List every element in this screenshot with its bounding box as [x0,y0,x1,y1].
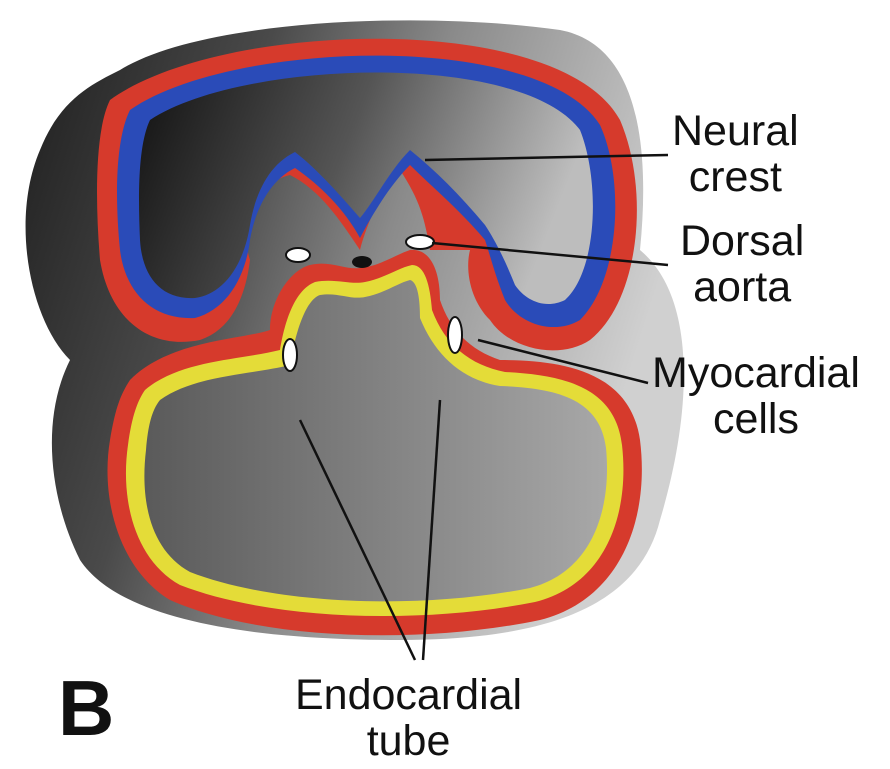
label-myocardial-cells-line2: cells [652,396,860,442]
label-endocardial-tube-line1: Endocardial [295,672,522,718]
panel-letter: B [58,668,114,748]
myocardial-space-right [448,317,462,353]
label-neural-crest: Neural crest [672,108,799,200]
notochord [352,256,372,268]
dorsal-aorta-right [406,235,434,249]
label-dorsal-aorta: Dorsal aorta [680,218,804,310]
label-endocardial-tube: Endocardial tube [295,672,522,764]
dorsal-aorta-left [286,248,310,262]
label-neural-crest-line1: Neural [672,108,799,154]
label-dorsal-aorta-line2: aorta [680,264,804,310]
label-neural-crest-line2: crest [672,154,799,200]
label-endocardial-tube-line2: tube [295,718,522,764]
label-myocardial-cells: Myocardial cells [652,350,860,442]
label-myocardial-cells-line1: Myocardial [652,350,860,396]
myocardial-space-left [283,339,297,371]
label-dorsal-aorta-line1: Dorsal [680,218,804,264]
